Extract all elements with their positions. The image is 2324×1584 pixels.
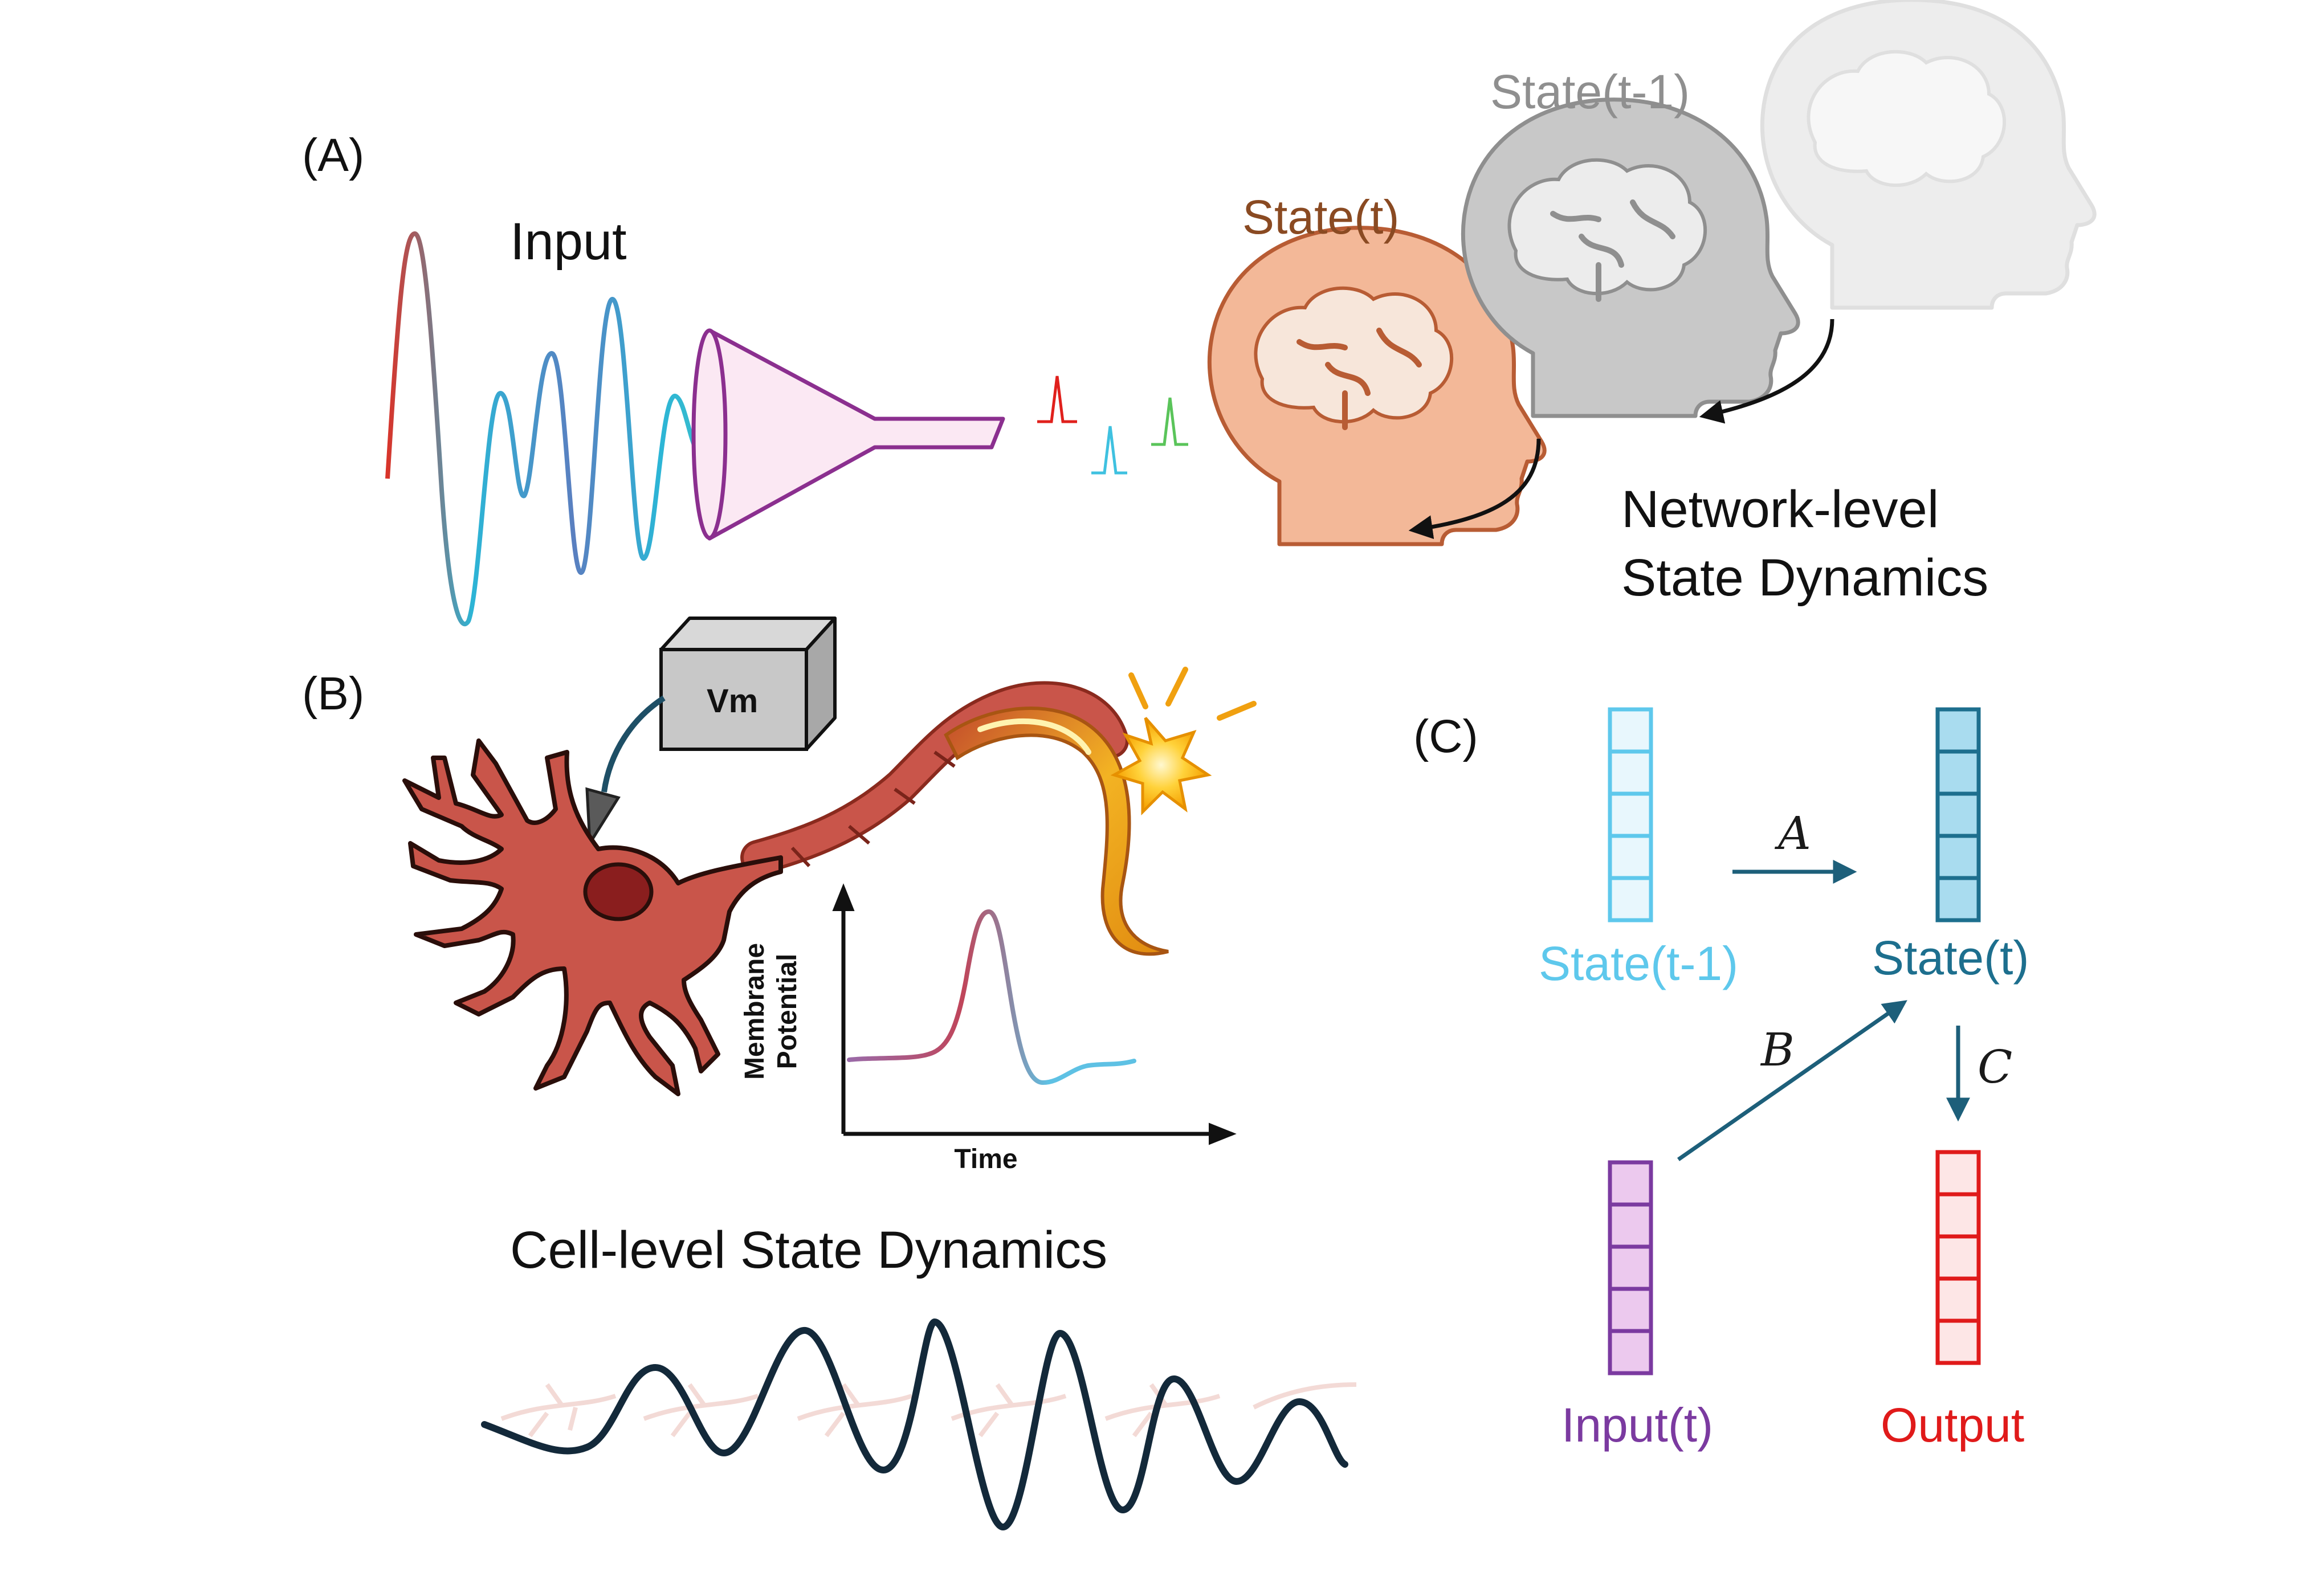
panel-a: (A) Input State(t) State(t-1) xyxy=(302,0,2097,627)
panel-b: (B) Vm xyxy=(302,617,1357,1531)
panel-c-label: (C) xyxy=(1413,711,1478,762)
vm-box: Vm xyxy=(659,617,837,751)
panel-a-label: (A) xyxy=(302,129,364,181)
funnel-icon xyxy=(691,328,1005,541)
spike-train xyxy=(1037,375,1188,475)
arrow-b xyxy=(1677,1000,1907,1161)
plot-ylabel-line2: Potential xyxy=(772,954,802,1069)
input-vector xyxy=(1608,1160,1653,1375)
cell-caption: Cell-level State Dynamics xyxy=(510,1221,1107,1279)
panel-c: (C) xyxy=(1413,707,2029,1452)
state-now-label: State(t) xyxy=(1872,931,2029,985)
spark-icon xyxy=(1110,667,1257,816)
state-prev-vector xyxy=(1608,707,1653,922)
input-waveform xyxy=(385,231,728,627)
network-caption-line1: Network-level xyxy=(1621,480,1939,538)
action-potential-trace xyxy=(847,909,1136,1085)
state-t-label: State(t) xyxy=(1242,190,1399,244)
head-state-t-icon: State(t) xyxy=(1207,190,1547,546)
head-faded-icon xyxy=(1760,0,2097,310)
oscillation-wave xyxy=(481,1318,1348,1531)
neuron-icon xyxy=(402,738,783,1096)
output-label: Output xyxy=(1881,1398,2024,1452)
matrix-c-label: C xyxy=(1978,1040,2012,1093)
electrode-wire xyxy=(601,695,666,793)
arrow-faded-to-t1 xyxy=(1699,319,1834,424)
matrix-b-label: B xyxy=(1760,1023,1795,1076)
membrane-potential-plot: Membrane Potential Time xyxy=(740,883,1237,1174)
plot-ylabel-line1: Membrane xyxy=(740,943,770,1080)
network-caption-line2: State Dynamics xyxy=(1621,549,1988,607)
state-prev-label: State(t-1) xyxy=(1539,937,1738,990)
vm-label: Vm xyxy=(707,683,758,720)
plot-xlabel: Time xyxy=(954,1144,1017,1174)
axon-icon xyxy=(740,681,1169,956)
input-t-label: Input(t) xyxy=(1561,1398,1713,1452)
state-t1-label: State(t-1) xyxy=(1490,65,1690,119)
input-label: Input xyxy=(510,213,627,271)
state-now-vector xyxy=(1935,707,1981,922)
electrode-icon xyxy=(585,787,621,848)
arrow-t1-to-t xyxy=(1408,438,1541,540)
head-state-t1-icon: State(t-1) xyxy=(1461,65,1800,418)
nucleus-icon xyxy=(583,862,654,921)
output-vector xyxy=(1935,1150,1981,1365)
panel-b-label: (B) xyxy=(302,668,364,720)
matrix-a-label: A xyxy=(1774,807,1811,860)
